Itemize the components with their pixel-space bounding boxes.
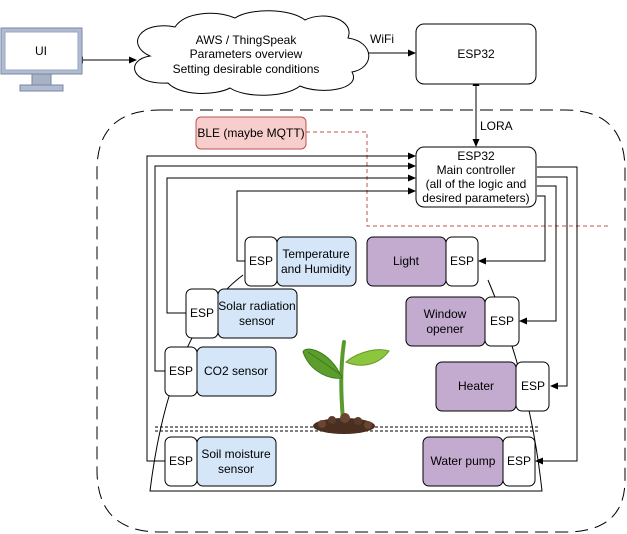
greenhouse-boundary	[96, 109, 626, 533]
light-label: Light	[393, 254, 420, 268]
esp-temp-label: ESP	[249, 254, 273, 268]
main-controller-line-2: Main controller	[437, 163, 516, 177]
solar-sensor	[217, 288, 298, 339]
cloud-service[interactable]: AWS / ThingSpeak Parameters overview Set…	[134, 10, 370, 96]
soil-sensor	[196, 436, 277, 487]
temp-humidity-line-2: and Humidity	[281, 262, 351, 276]
esp-window-label: ESP	[490, 314, 514, 328]
temp-humidity-node[interactable]: ESP Temperature and Humidity	[244, 236, 357, 287]
esp-heater-label: ESP	[521, 379, 545, 393]
actuator-connections	[478, 166, 578, 465]
esp-soil-label: ESP	[169, 454, 193, 468]
solar-line-1: Solar radiation	[218, 299, 295, 313]
main-controller-line-3: (all of the logic and	[426, 177, 527, 191]
monitor-icon	[0, 27, 83, 92]
temp-humidity-sensor	[276, 236, 357, 287]
ble-box[interactable]: BLE (maybe MQTT)	[195, 116, 307, 150]
soil-line-1: Soil moisture	[201, 447, 271, 461]
main-controller[interactable]: ESP32 Main controller (all of the logic …	[415, 146, 537, 208]
esp32-gateway[interactable]: ESP32	[415, 23, 537, 85]
esp-pump-label: ESP	[507, 454, 531, 468]
connection-heater	[537, 176, 568, 390]
pump-label: Water pump	[431, 454, 496, 468]
co2-sensor	[196, 346, 277, 397]
esp-light	[445, 236, 479, 287]
connection-soil	[146, 152, 416, 462]
heater-node[interactable]: Heater ESP	[435, 361, 550, 412]
connection-temp	[236, 187, 416, 262]
esp32-gateway-label: ESP32	[457, 47, 495, 61]
plant-icon	[302, 340, 390, 434]
window-line-2: opener	[426, 322, 463, 336]
ui-label: UI	[35, 44, 47, 58]
connection-pump	[535, 166, 578, 465]
sensor-connections	[146, 152, 416, 462]
solar-node[interactable]: ESP Solar radiation sensor	[185, 288, 298, 339]
main-controller-line-4: desired parameters)	[422, 191, 529, 205]
esp-light-label: ESP	[450, 254, 474, 268]
connection-solar	[166, 174, 416, 314]
heater-label: Heater	[458, 379, 494, 393]
co2-label: CO2 sensor	[204, 364, 268, 378]
cloud-line-3: Setting desirable conditions	[173, 62, 320, 76]
wifi-label: WiFi	[370, 32, 394, 46]
solar-line-2: sensor	[239, 314, 275, 328]
ble-link-line	[306, 131, 610, 227]
lora-label: LORA	[480, 119, 513, 133]
connection-light	[478, 195, 546, 265]
ui-monitor[interactable]: UI	[0, 27, 83, 92]
esp-heater	[515, 361, 550, 412]
esp-window	[484, 296, 520, 347]
window-node[interactable]: Window opener ESP	[405, 296, 520, 347]
window-line-1: Window	[424, 307, 467, 321]
cloud-line-1: AWS / ThingSpeak	[196, 33, 298, 47]
main-controller-line-1: ESP32	[457, 149, 495, 163]
cloud-line-2: Parameters overview	[190, 47, 303, 61]
light-node[interactable]: Light ESP	[366, 236, 479, 287]
temp-humidity-line-1: Temperature	[282, 247, 350, 261]
co2-node[interactable]: ESP CO2 sensor	[164, 346, 277, 397]
esp-solar-label: ESP	[190, 306, 214, 320]
connection-window	[519, 185, 557, 325]
esp-pump	[502, 436, 536, 487]
connection-co2	[154, 162, 416, 372]
esp-co2-label: ESP	[169, 364, 193, 378]
cloud-icon	[134, 10, 370, 96]
pump-node[interactable]: Water pump ESP	[422, 436, 536, 487]
soil-node[interactable]: ESP Soil moisture sensor	[164, 436, 277, 487]
soil-line-2: sensor	[218, 462, 254, 476]
ble-label: BLE (maybe MQTT)	[197, 126, 304, 140]
